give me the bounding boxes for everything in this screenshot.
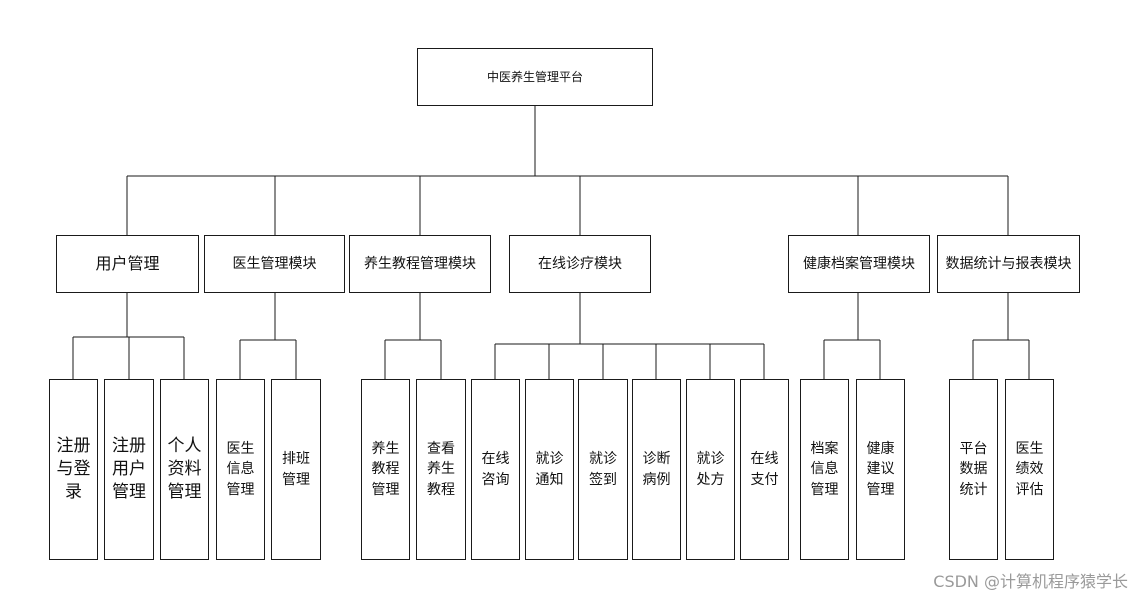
leaf-node-label: 就诊处方 [696, 451, 725, 488]
leaf-node-label: 医生信息管理 [226, 441, 255, 498]
leaf-node-label: 在线咨询 [481, 451, 510, 488]
leaf-node-label: 注册与登录 [56, 436, 91, 502]
leaf-node-health-advice: 健康建议管理 [856, 379, 905, 560]
module-node-label: 健康档案管理模块 [803, 255, 915, 272]
leaf-node-platform-stats: 平台数据统计 [949, 379, 998, 560]
leaf-node-diagnosis-case: 诊断病例 [632, 379, 681, 560]
leaf-node-prescription: 就诊处方 [686, 379, 735, 560]
leaf-node-online-consult: 在线咨询 [471, 379, 520, 560]
leaf-node-doctor-info: 医生信息管理 [216, 379, 265, 560]
leaf-node-doctor-performance: 医生绩效评估 [1005, 379, 1054, 560]
leaf-node-label: 平台数据统计 [959, 441, 988, 498]
module-node-user-management: 用户管理 [56, 235, 199, 293]
leaf-node-label: 就诊签到 [589, 451, 617, 488]
leaf-node-register-login: 注册与登录 [49, 379, 98, 560]
leaf-node-label: 健康建议管理 [866, 441, 895, 498]
watermark: CSDN @计算机程序猿学长 [933, 572, 1128, 591]
leaf-node-label: 养生教程管理 [371, 441, 400, 498]
module-node-label: 养生教程管理模块 [364, 255, 476, 272]
module-node-tutorial-management: 养生教程管理模块 [349, 235, 491, 293]
leaf-node-schedule: 排班管理 [271, 379, 321, 560]
leaf-node-visit-notice: 就诊通知 [525, 379, 574, 560]
module-node-label: 在线诊疗模块 [538, 255, 622, 272]
leaf-node-tutorial-admin: 养生教程管理 [361, 379, 410, 560]
leaf-node-record-info: 档案信息管理 [800, 379, 849, 560]
module-node-label: 医生管理模块 [232, 255, 317, 272]
leaf-node-visit-checkin: 就诊签到 [578, 379, 628, 560]
module-node-statistics-reports: 数据统计与报表模块 [937, 235, 1080, 293]
module-node-online-diagnosis: 在线诊疗模块 [509, 235, 651, 293]
root-node: 中医养生管理平台 [417, 48, 653, 106]
module-node-doctor-management: 医生管理模块 [204, 235, 345, 293]
root-node-label: 中医养生管理平台 [486, 69, 583, 84]
leaf-node-view-tutorial: 查看养生教程 [416, 379, 466, 560]
leaf-node-online-payment: 在线支付 [740, 379, 789, 560]
module-node-label: 用户管理 [95, 254, 160, 274]
leaf-node-label: 就诊通知 [535, 451, 564, 488]
leaf-node-label: 注册用户管理 [112, 436, 146, 502]
module-node-label: 数据统计与报表模块 [945, 255, 1072, 272]
leaf-node-label: 查看养生教程 [427, 441, 455, 498]
leaf-node-registered-users: 注册用户管理 [104, 379, 154, 560]
leaf-node-label: 个人资料管理 [167, 436, 202, 502]
leaf-node-label: 诊断病例 [642, 451, 671, 488]
leaf-node-label: 医生绩效评估 [1015, 441, 1044, 498]
leaf-node-label: 排班管理 [282, 451, 310, 488]
module-node-health-records: 健康档案管理模块 [788, 235, 930, 293]
leaf-node-label: 档案信息管理 [810, 441, 839, 498]
leaf-node-label: 在线支付 [750, 451, 779, 488]
leaf-node-personal-profile: 个人资料管理 [160, 379, 209, 560]
